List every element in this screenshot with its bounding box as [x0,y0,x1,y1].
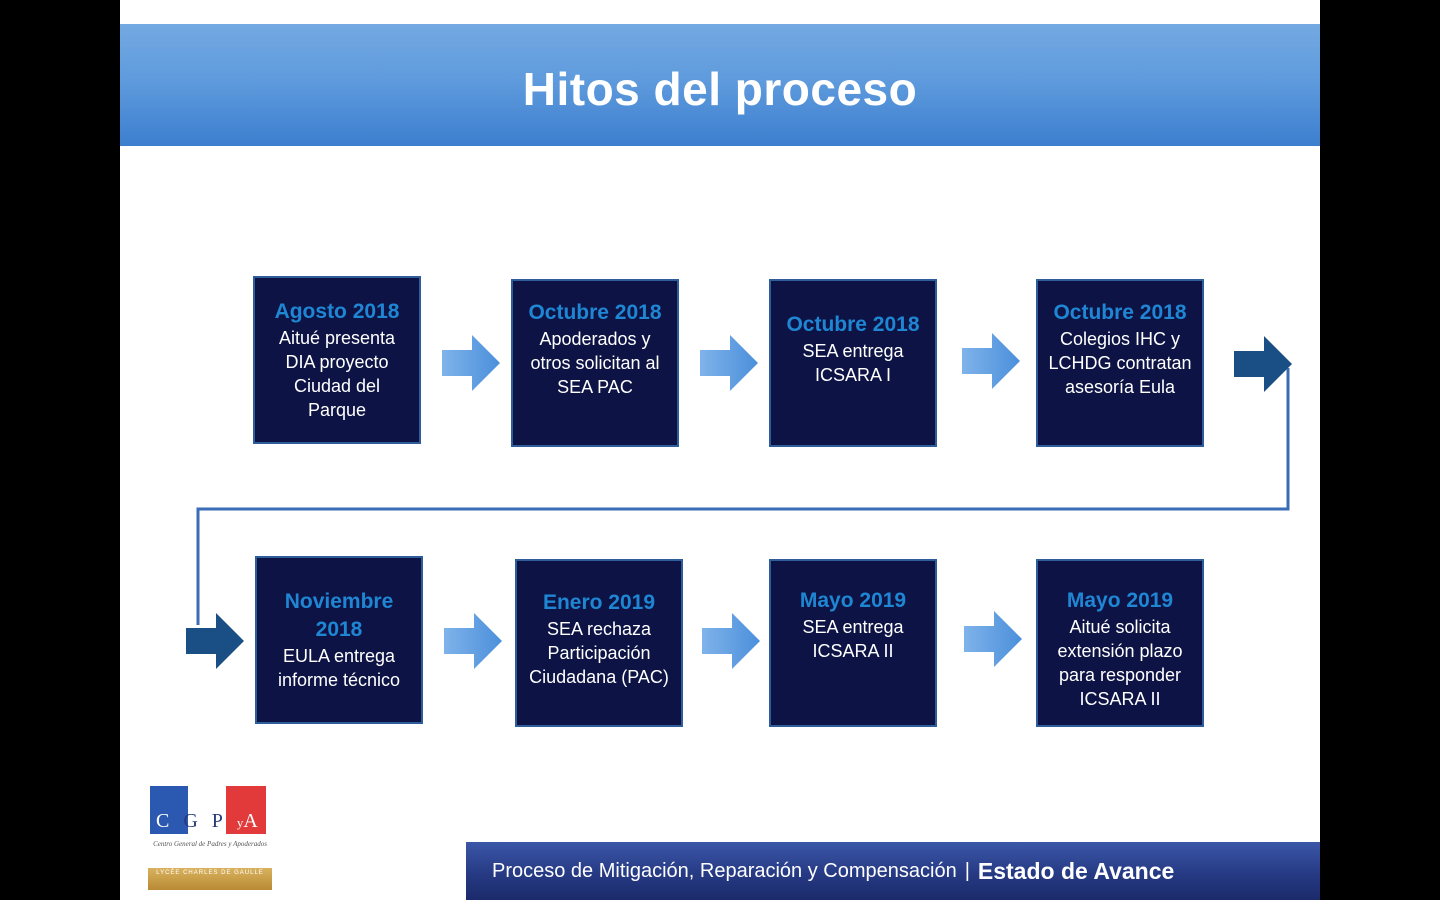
cgpya-logo: CGPyA Centro General de Padres y Apodera… [144,786,272,894]
slide: Hitos del proceso Agosto 2018 Aitué pres… [120,0,1320,900]
slide-title: Hitos del proceso [522,63,918,115]
milestone-description: SEA entrega ICSARA II [802,617,904,661]
milestone-box: Octubre 2018 SEA entrega ICSARA I [769,279,937,447]
footer-separator: | [964,859,970,882]
footer-bar: Proceso de Mitigación, Reparación y Comp… [466,842,1320,900]
logo-school-name: LYCÉE CHARLES DE GAULLE [156,870,264,876]
logo-red-block [226,786,266,834]
milestone-box: Mayo 2019 Aitué solicita extensión plazo… [1036,559,1204,727]
milestone-box: Noviembre 2018 EULA entrega informe técn… [255,556,423,724]
milestone-date: Mayo 2019 [799,589,907,612]
title-band [120,24,1320,146]
milestone-description: SEA rechaza Participación Ciudadana (PAC… [529,619,669,687]
logo-subtitle: Centro General de Padres y Apoderados [153,840,267,848]
milestone-description: Aitué presenta DIA proyecto Ciudad del P… [278,328,396,420]
milestone-box: Mayo 2019 SEA entrega ICSARA II [769,559,937,727]
milestone-box: Octubre 2018 Apoderados y otros solicita… [511,279,679,447]
arrow-right-icon [1234,336,1292,392]
milestone-date: Mayo 2019 [1066,589,1174,612]
logo-letters: CGPyA [156,810,272,832]
arrow-right-icon [702,613,760,669]
milestone-date: Enero 2019 [542,591,656,614]
milestone-box: Agosto 2018 Aitué presenta DIA proyecto … [253,276,421,444]
milestone-date: Noviembre 2018 [284,590,394,641]
arrow-right-icon [186,613,244,669]
arrow-right-icon [700,335,758,391]
milestone-description: SEA entrega ICSARA I [802,341,904,385]
logo-blue-block [150,786,188,834]
arrow-right-icon [964,611,1022,667]
footer-strong-text: Estado de Avance [977,857,1175,884]
milestone-date: Octubre 2018 [528,301,662,324]
arrow-right-icon [444,613,502,669]
milestone-description: Aitué solicita extensión plazo para resp… [1057,617,1183,709]
milestone-description: EULA entrega informe técnico [277,646,401,690]
row-connector-line [196,368,1290,625]
milestone-date: Octubre 2018 [786,313,920,336]
milestone-date: Agosto 2018 [274,300,400,323]
logo-school-band: LYCÉE CHARLES DE GAULLE [148,868,272,890]
milestone-description: Colegios IHC y LCHDG contratan asesoría … [1048,329,1192,397]
milestone-box: Enero 2019 SEA rechaza Participación Ciu… [515,559,683,727]
footer-text: Proceso de Mitigación, Reparación y Comp… [492,859,957,882]
arrow-right-icon [442,335,500,391]
milestone-box: Octubre 2018 Colegios IHC y LCHDG contra… [1036,279,1204,447]
milestone-date: Octubre 2018 [1053,301,1187,324]
arrow-right-icon [962,333,1020,389]
milestone-description: Apoderados y otros solicitan al SEA PAC [530,329,660,397]
